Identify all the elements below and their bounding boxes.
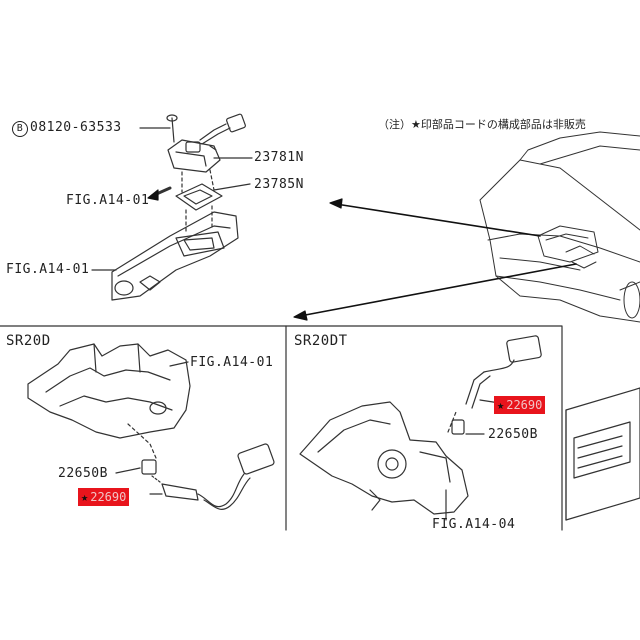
note-text: （注）★印部品コードの構成部品は非販売 [378,118,586,131]
fig-ref-arrow-label: FIG.A14-01 [66,193,150,208]
sr20dt-fig-ref: FIG.A14-04 [432,517,516,532]
sr20dt-sensor-code: 22690 [506,398,543,412]
top-intake-manifold [91,211,239,301]
bolt-code: 08120-63533 [30,120,122,135]
panel-title-sr20d: SR20D [6,333,51,349]
ecu-box [565,387,640,521]
sr20d-manifold [27,343,191,459]
sr20d-sensor-highlight: ★22690 [78,488,130,506]
sr20d-sensor-code: 22690 [90,490,127,504]
sr20dt-plug-label: 22650B [488,427,538,442]
star-icon: ★ [497,398,505,412]
car-illustration [479,131,640,323]
top-valve-assembly [139,113,253,233]
fig-ref-manifold-top-label: FIG.A14-01 [6,262,90,277]
gasket-label: 23785N [254,177,304,192]
sr20dt-manifold [299,401,469,521]
sr20d-sensor-parts [115,443,275,510]
sr20dt-sensor-highlight: ★22690 [494,396,546,414]
sr20dt-sensor-parts [451,335,542,435]
panel-title-sr20dt: SR20DT [294,333,348,349]
sr20d-plug-label: 22650B [58,466,108,481]
sensor-label: 23781N [254,150,304,165]
star-icon: ★ [81,490,89,504]
circle-b-icon: B [12,121,28,137]
sr20d-fig-ref: FIG.A14-01 [190,355,274,370]
